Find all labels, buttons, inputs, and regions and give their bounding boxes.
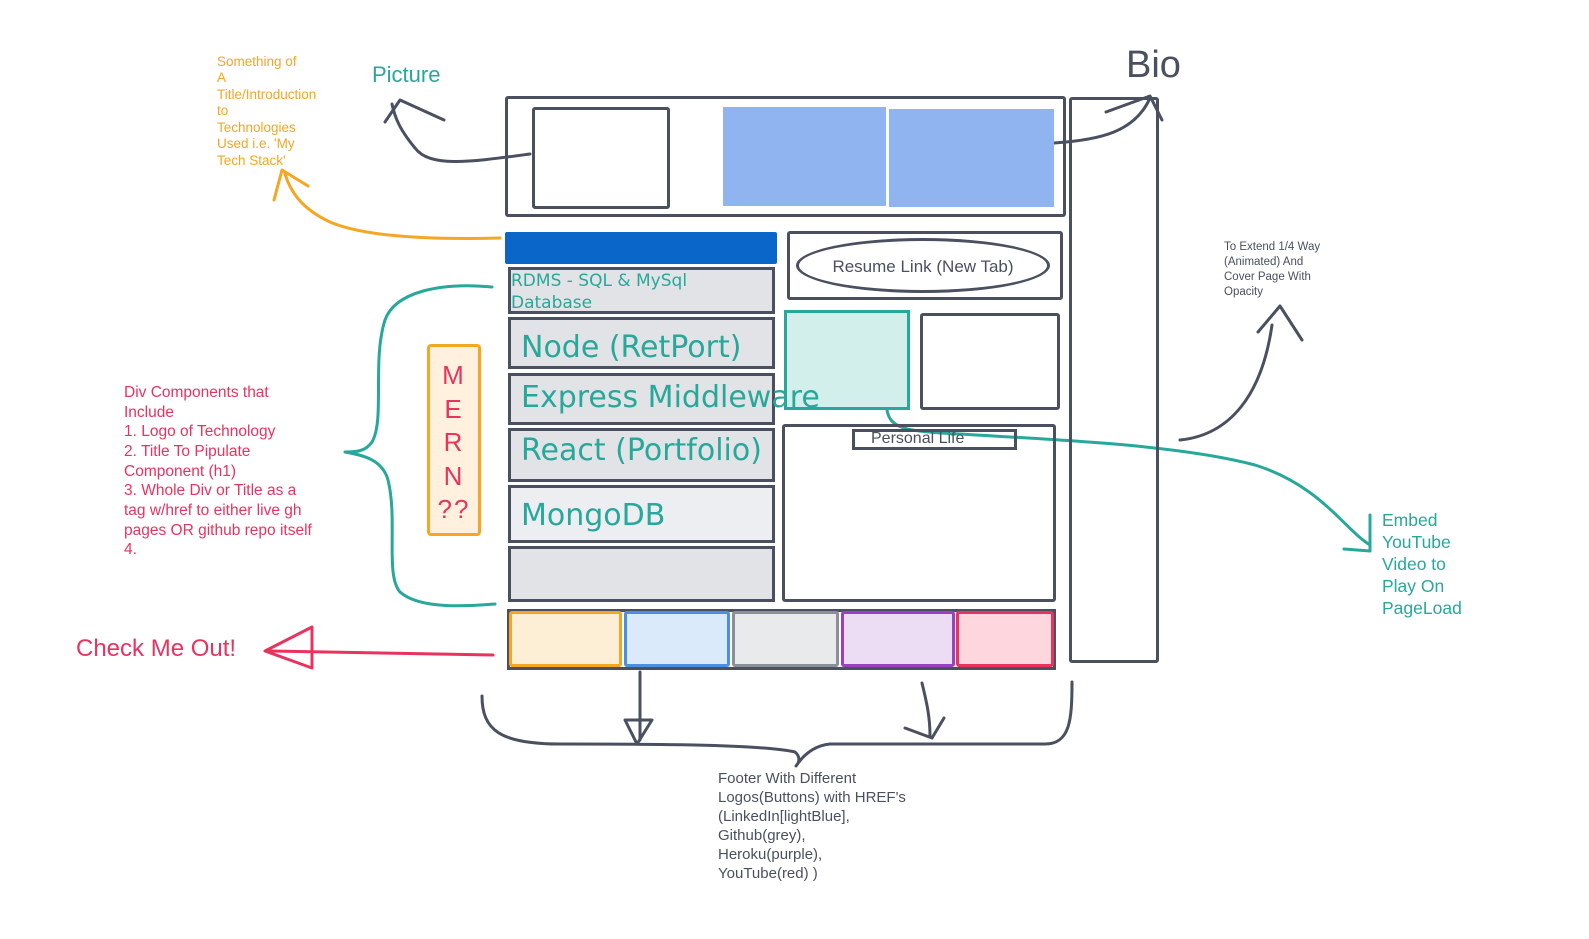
bio-arrow [1052, 96, 1152, 145]
footer-arrow-right [920, 681, 932, 738]
picture-box [532, 107, 670, 209]
tech-label-rdms: RDMS - SQL & MySql Database [511, 271, 688, 314]
mern-label: M E R N ?? [437, 360, 471, 525]
tech-label-node: Node (RetPort) [521, 330, 742, 365]
embed-youtube-annotation: Embed YouTube Video to Play On PageLoad [1382, 510, 1462, 619]
footer-button-github[interactable] [732, 611, 839, 667]
tech-label-react: React (Portfolio) [521, 433, 762, 468]
tech-row-empty[interactable] [508, 546, 775, 602]
div-components-annotation: Div Components that Include 1. Logo of T… [124, 384, 312, 559]
tech-row-react[interactable]: React (Portfolio) [508, 428, 775, 482]
footer-brace [480, 680, 1074, 768]
footer-button-linkedin[interactable] [624, 611, 730, 667]
picture-arrow [390, 102, 532, 163]
title-bar [505, 232, 777, 264]
header-image-left [723, 107, 886, 206]
extend-arrowhead [1256, 304, 1304, 342]
tech-row-rdms[interactable]: RDMS - SQL & MySql Database [508, 267, 775, 314]
bio-annotation: Bio [1126, 44, 1181, 86]
tech-row-mongodb[interactable]: MongoDB [508, 485, 775, 543]
extend-annotation: To Extend 1/4 Way (Animated) And Cover P… [1224, 241, 1321, 298]
title-arrow [283, 172, 502, 240]
check-me-out-annotation: Check Me Out! [76, 635, 237, 662]
personal-life-box [782, 424, 1056, 602]
check-arrowhead [263, 625, 314, 670]
footer-annotation: Footer With Different Logos(Buttons) wit… [718, 770, 906, 883]
title-intro-annotation: Something of A Title/Introduction to Tec… [217, 54, 317, 168]
resume-link[interactable]: Resume Link (New Tab) [796, 238, 1050, 293]
mern-box: M E R N ?? [427, 344, 481, 536]
resume-box [787, 231, 1063, 300]
resume-link-label: Resume Link (New Tab) [832, 257, 1014, 276]
tech-label-mongodb: MongoDB [521, 498, 666, 533]
side-image-box [920, 313, 1060, 410]
tech-label-express: Express Middleware [521, 380, 820, 415]
footer-button-orange[interactable] [509, 611, 622, 667]
title-arrowhead [272, 168, 310, 202]
extend-arrow [1178, 323, 1274, 442]
footer-bar [507, 609, 1056, 670]
footer-arrowhead-left [623, 718, 654, 746]
footer-button-heroku[interactable] [841, 611, 955, 667]
header-box [505, 96, 1066, 217]
tech-brace [343, 284, 497, 608]
tech-row-express[interactable]: Express Middleware [508, 373, 820, 425]
picture-annotation: Picture [372, 62, 441, 87]
personal-life-label: Personal Life [871, 430, 965, 447]
video-box[interactable] [784, 310, 910, 410]
check-arrow [268, 649, 495, 657]
header-image-right [889, 109, 1054, 207]
personal-life-tab: Personal Life [852, 429, 1017, 450]
tech-row-node[interactable]: Node (RetPort) [508, 317, 775, 369]
footer-arrowhead-right [903, 716, 946, 740]
footer-button-youtube[interactable] [956, 611, 1054, 667]
embed-arrowhead [1342, 513, 1372, 553]
bio-sidebar [1069, 97, 1159, 663]
picture-arrowhead [383, 98, 446, 124]
